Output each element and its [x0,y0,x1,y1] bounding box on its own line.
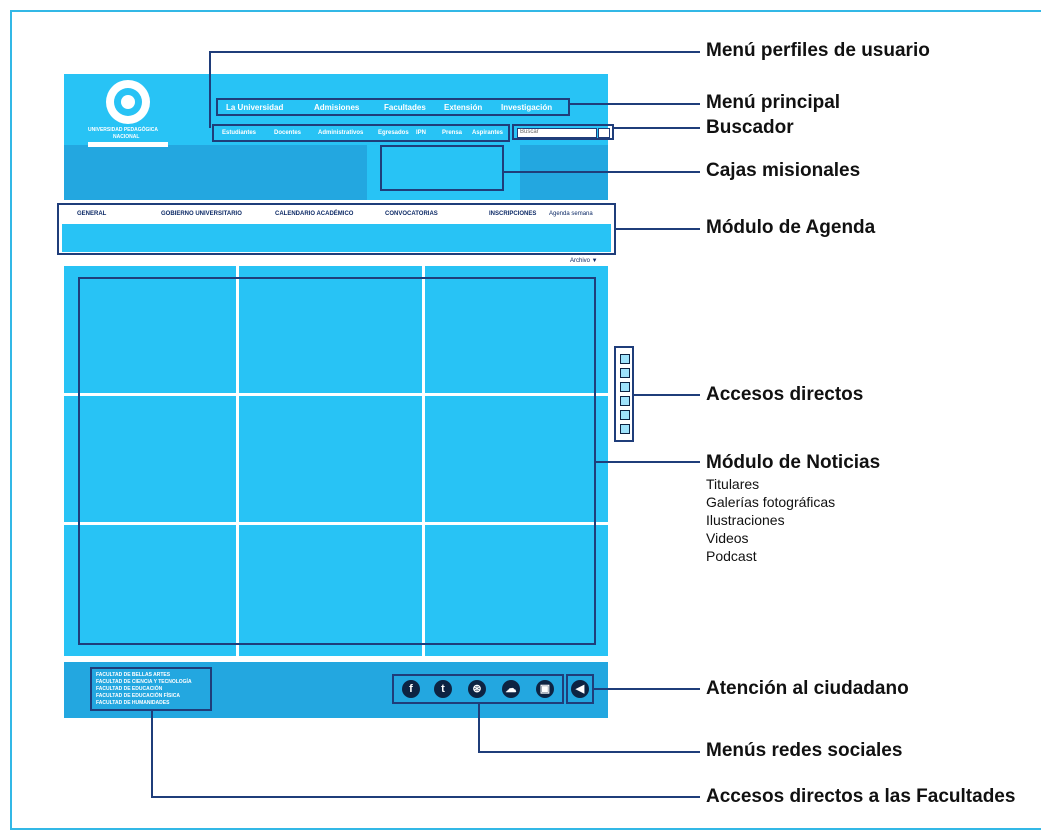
user-profiles-menu: Estudiantes Docentes Administrativos Egr… [212,124,510,142]
mission-box[interactable] [380,145,504,191]
grid-line-h2 [64,522,608,525]
citizen-attention-box: ◀ [566,674,594,704]
user-menu-item-egresados[interactable]: Egresados [378,130,409,136]
university-logo [106,80,150,124]
label-news-item-5: Podcast [706,548,757,564]
label-agenda-module: Módulo de Agenda [706,217,876,238]
agenda-side-link[interactable]: Agenda semana [549,211,593,217]
label-user-profiles-menu: Menú perfiles de usuario [706,40,930,61]
label-mission-boxes: Cajas misionales [706,160,861,181]
label-news-module: Módulo de Noticias [706,452,881,473]
news-area [64,266,608,656]
agenda-more-link[interactable]: Archivo ▼ [570,258,598,264]
agenda-tab-general[interactable]: GENERAL [77,211,107,217]
faculty-link-3[interactable]: FACULTAD DE EDUCACIÓN [96,686,163,692]
agenda-tab-inscripciones[interactable]: INSCRIPCIONES [489,211,537,217]
label-news-item-2: Galerías fotográficas [706,494,836,510]
soundcloud-icon[interactable]: ☁ [502,680,520,698]
shortcut-icon-2[interactable] [620,368,630,378]
label-faculty-shortcuts: Accesos directos a las Facultades [706,786,1016,807]
twitter-icon[interactable]: t [434,680,452,698]
faculty-link-1[interactable]: FACULTAD DE BELLAS ARTES [96,672,171,678]
grid-line-h1 [64,393,608,396]
user-menu-item-estudiantes[interactable]: Estudiantes [222,130,257,136]
user-menu-item-ipn[interactable]: IPN [416,130,427,136]
flickr-icon[interactable]: ⊛ [468,680,486,698]
main-menu-item-facultades[interactable]: Facultades [384,103,426,112]
agenda-tab-calendario[interactable]: CALENDARIO ACADÉMICO [275,211,354,217]
shortcut-icon-5[interactable] [620,410,630,420]
citizen-attention-icon[interactable]: ◀ [571,680,589,698]
youtube-icon[interactable]: ▣ [536,680,554,698]
agenda-module: GENERAL GOBIERNO UNIVERSITARIO CALENDARI… [57,203,616,255]
label-news-item-3: Ilustraciones [706,512,785,528]
label-search: Buscador [706,117,794,138]
callout-line-user-profiles [209,51,700,128]
faculties-menu: FACULTAD DE BELLAS ARTES FACULTAD DE CIE… [90,667,212,711]
faculty-link-5[interactable]: FACULTAD DE HUMANIDADES [96,700,170,706]
logo-text-2: NACIONAL [113,134,140,140]
label-citizen-attention: Atención al ciudadano [706,678,909,699]
faculty-link-2[interactable]: FACULTAD DE CIENCIA Y TECNOLOGÍA [96,679,192,685]
facebook-icon[interactable]: f [402,680,420,698]
label-news-item-1: Titulares [706,476,760,492]
user-menu-item-aspirantes[interactable]: Aspirantes [472,130,504,136]
social-menu: f t ⊛ ☁ ▣ [392,674,564,704]
main-menu-item-universidad[interactable]: La Universidad [226,103,284,112]
grid-line-v2 [422,266,425,656]
callout-line-social [478,704,700,753]
logo-text-1: UNIVERSIDAD PEDAGÓGICA [88,127,159,133]
shortcut-icon-1[interactable] [620,354,630,364]
user-menu-item-prensa[interactable]: Prensa [442,130,463,136]
main-menu: La Universidad Admisiones Facultades Ext… [216,98,570,116]
user-menu-item-administrativos[interactable]: Administrativos [318,130,364,136]
faculty-link-4[interactable]: FACULTAD DE EDUCACIÓN FÍSICA [96,693,180,699]
shortcut-icon-3[interactable] [620,382,630,392]
label-social-menus: Menús redes sociales [706,740,903,761]
main-menu-item-extension[interactable]: Extensión [444,103,483,112]
search-button[interactable] [598,128,610,138]
search-input[interactable]: Buscar [517,128,597,138]
user-menu-item-docentes[interactable]: Docentes [274,130,302,136]
label-shortcuts: Accesos directos [706,384,864,405]
main-menu-item-admisiones[interactable]: Admisiones [314,103,360,112]
main-menu-item-investigacion[interactable]: Investigación [501,103,553,112]
logo-bar [88,142,168,147]
agenda-content [62,224,611,252]
shortcut-icon-4[interactable] [620,396,630,406]
grid-line-v1 [236,266,239,656]
search-box: Buscar [512,124,614,140]
search-placeholder: Buscar [520,129,539,135]
label-main-menu: Menú principal [706,92,841,113]
header-lower-band-left [64,145,367,200]
shortcut-icon-6[interactable] [620,424,630,434]
agenda-tab-convocatorias[interactable]: CONVOCATORIAS [385,211,438,217]
news-module[interactable] [78,277,596,645]
agenda-tab-gobierno[interactable]: GOBIERNO UNIVERSITARIO [161,211,242,217]
callout-line-faculties [151,711,700,798]
label-news-item-4: Videos [706,530,749,546]
shortcuts-strip [614,346,634,442]
